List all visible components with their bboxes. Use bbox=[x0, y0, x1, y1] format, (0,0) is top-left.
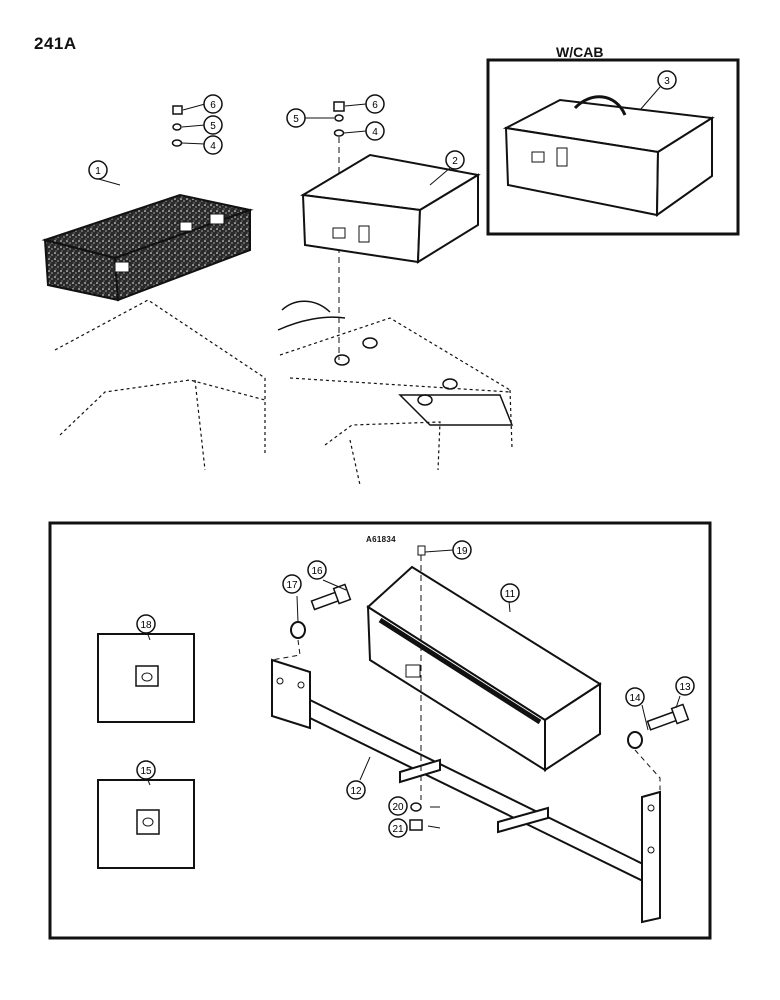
spacer-long bbox=[136, 809, 160, 835]
page-number: 241A bbox=[34, 34, 77, 53]
callout-2: 2 bbox=[445, 150, 465, 170]
svg-text:6: 6 bbox=[210, 100, 216, 111]
svg-text:1: 1 bbox=[95, 166, 101, 177]
callout-12: 12 bbox=[346, 780, 366, 800]
screw-19 bbox=[417, 545, 426, 556]
bolt-16 bbox=[310, 583, 352, 611]
callout-3: 3 bbox=[657, 70, 677, 90]
svg-text:15: 15 bbox=[140, 766, 152, 777]
svg-text:6: 6 bbox=[372, 100, 378, 111]
svg-text:5: 5 bbox=[293, 114, 299, 125]
fender-solid bbox=[277, 300, 514, 426]
cab-variant-label: W/CAB bbox=[556, 44, 604, 60]
callout-5-left: 5 bbox=[203, 115, 223, 135]
callout-16: 16 bbox=[307, 560, 327, 580]
toolbox-speckled bbox=[41, 193, 254, 302]
svg-text:18: 18 bbox=[140, 620, 152, 631]
callout-4-center: 4 bbox=[365, 121, 385, 141]
mounting-bracket bbox=[271, 658, 661, 924]
spacer-short bbox=[135, 665, 159, 687]
callout-20: 20 bbox=[388, 796, 408, 816]
svg-text:16: 16 bbox=[311, 566, 323, 577]
fender-outline bbox=[54, 299, 513, 486]
svg-text:3: 3 bbox=[664, 76, 670, 87]
callout-1: 1 bbox=[88, 160, 108, 180]
svg-text:4: 4 bbox=[210, 141, 216, 152]
bracket-holes bbox=[276, 677, 655, 854]
svg-text:14: 14 bbox=[629, 693, 641, 704]
washer-14 bbox=[627, 731, 643, 749]
callout-5-center: 5 bbox=[286, 108, 306, 128]
svg-text:12: 12 bbox=[350, 786, 362, 797]
callout-6-center: 6 bbox=[365, 94, 385, 114]
hardware-left bbox=[171, 103, 206, 147]
nut-21 bbox=[409, 819, 423, 831]
svg-text:19: 19 bbox=[456, 546, 468, 557]
svg-text:13: 13 bbox=[679, 682, 691, 693]
callout-4-left: 4 bbox=[203, 135, 223, 155]
svg-text:20: 20 bbox=[392, 802, 404, 813]
cab-inset-frame bbox=[486, 58, 740, 236]
svg-text:2: 2 bbox=[452, 156, 458, 167]
callout-21: 21 bbox=[388, 818, 408, 838]
svg-text:4: 4 bbox=[372, 127, 378, 138]
callout-13: 13 bbox=[675, 676, 695, 696]
svg-text:21: 21 bbox=[392, 824, 404, 835]
bolt-13 bbox=[646, 703, 690, 731]
svg-text:17: 17 bbox=[286, 580, 298, 591]
callout-17: 17 bbox=[282, 574, 302, 594]
toolbox-cab bbox=[502, 95, 715, 217]
callout-18: 18 bbox=[136, 614, 156, 634]
callout-14: 14 bbox=[625, 687, 645, 707]
callout-19: 19 bbox=[452, 540, 472, 560]
drawing-code: A61834 bbox=[366, 535, 396, 544]
callout-11: 11 bbox=[500, 583, 520, 603]
callout-15: 15 bbox=[136, 760, 156, 780]
inset-18-frame bbox=[97, 633, 195, 723]
inset-15-frame bbox=[97, 779, 195, 869]
svg-text:5: 5 bbox=[210, 121, 216, 132]
bottom-frame bbox=[48, 521, 712, 940]
toolbox-plain bbox=[300, 153, 481, 264]
toolbox-long bbox=[366, 565, 602, 772]
callout-6-left: 6 bbox=[203, 94, 223, 114]
washer-20 bbox=[410, 802, 422, 812]
washer-17 bbox=[290, 621, 306, 639]
svg-text:11: 11 bbox=[505, 589, 516, 600]
